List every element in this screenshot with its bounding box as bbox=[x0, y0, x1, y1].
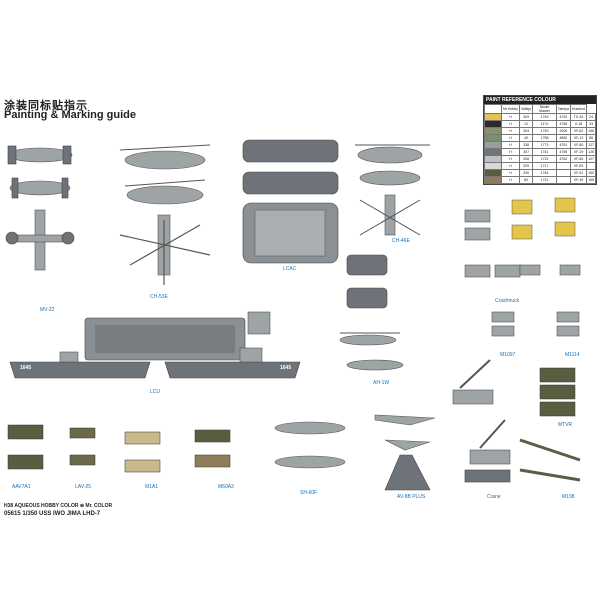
label-crane: Crane bbox=[487, 494, 501, 500]
crane-illustrations bbox=[452, 359, 511, 483]
ref-cell: 155 bbox=[586, 176, 596, 184]
label-lav25: LAV-25 bbox=[75, 484, 92, 490]
ch53e-illustrations bbox=[119, 144, 211, 285]
label-ch53e: CH-53E bbox=[150, 294, 168, 300]
title-english: Painting & Marking guide bbox=[4, 109, 137, 121]
paint-reference-header: PAINT REFERENCE COLOUR bbox=[484, 96, 596, 104]
hull-number-left: 1645 bbox=[20, 365, 32, 371]
footer-legend: H38 AQUEOUS HOBBY COLOR ⊕ Mr. COLOR bbox=[4, 503, 113, 509]
crashtruck-illustrations bbox=[464, 197, 581, 278]
label-aav7a1: AAV7A1 bbox=[12, 484, 31, 490]
ref-cell: 80 bbox=[518, 176, 534, 184]
lcac-illustrations bbox=[242, 139, 339, 264]
ref-swatch bbox=[484, 176, 502, 184]
label-m198: M198 bbox=[562, 494, 575, 500]
label-ch46e: CH-46E bbox=[392, 238, 410, 244]
label-m1114: M1114 bbox=[565, 352, 580, 358]
label-mv22: MV-22 bbox=[40, 307, 55, 313]
hull-number-right: 1645 bbox=[280, 365, 292, 371]
title-chinese: 涂装同标贴指示 bbox=[4, 100, 88, 112]
lcu-illustrations bbox=[9, 311, 301, 379]
ah1w-illustrations bbox=[339, 332, 404, 371]
label-m1097: M1097 bbox=[500, 352, 516, 358]
label-lcac: LCAC bbox=[283, 266, 297, 272]
ref-cell: XF-49 bbox=[569, 176, 588, 184]
label-mtvr: MTVR bbox=[558, 422, 573, 428]
label-m1a1: M1A1 bbox=[145, 484, 159, 490]
label-lcu: LCU bbox=[150, 389, 161, 395]
label-sh60f: SH-60F bbox=[300, 490, 318, 496]
label-crashtruck: Crashtruck bbox=[495, 298, 520, 304]
label-av8b: AV-8B PLUS bbox=[397, 494, 426, 500]
ch46e-illustrations bbox=[355, 144, 430, 236]
label-m60a3: M60A3 bbox=[218, 484, 234, 490]
footer-code: 05615 1/350 USS IWO JIMA LHD-7 bbox=[4, 511, 101, 517]
label-ah1w: AH-1W bbox=[373, 380, 390, 386]
mv22-illustrations bbox=[5, 145, 75, 271]
